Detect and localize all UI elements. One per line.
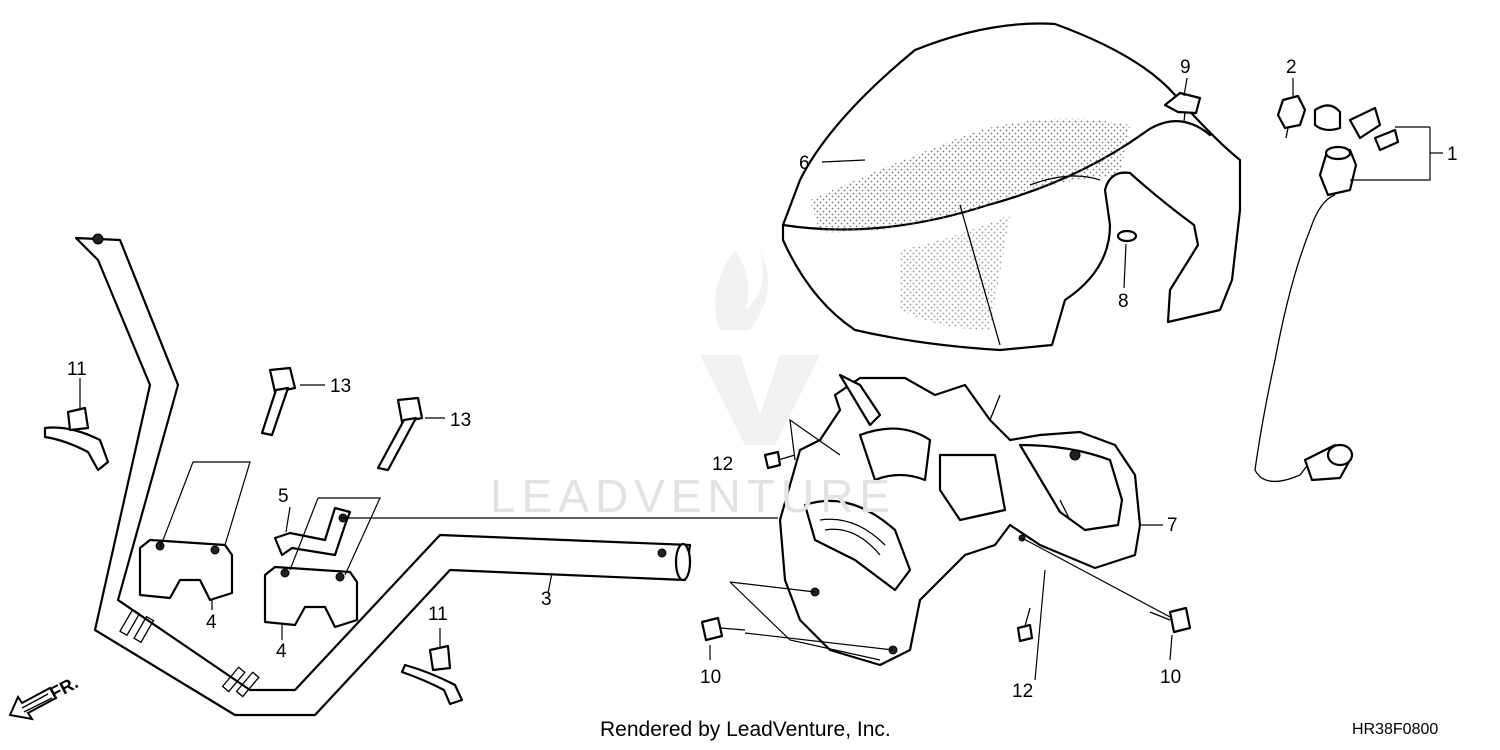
- render-credit: Rendered by LeadVenture, Inc.: [600, 718, 891, 741]
- callout-4a: 4: [206, 612, 217, 633]
- callout-10b: 10: [1160, 667, 1181, 688]
- leader-lines: [79, 77, 1443, 681]
- tapping-screw-2: [1016, 607, 1034, 643]
- handlebar-lower-cover: [778, 373, 1142, 667]
- clip: [1163, 91, 1202, 123]
- callout-6: 6: [799, 153, 810, 174]
- watermark-logo: [700, 250, 820, 445]
- ignition-switch: [1254, 104, 1400, 482]
- key-cap: [1276, 94, 1307, 139]
- cable-band-2: [400, 644, 464, 706]
- callout-2: 2: [1286, 57, 1297, 78]
- callout-1: 1: [1447, 144, 1458, 165]
- callout-13a: 13: [330, 376, 351, 397]
- flange-bolt-10b: [1149, 606, 1192, 634]
- callout-11b: 11: [428, 604, 448, 625]
- handlebar-holder-1: [138, 538, 234, 602]
- handlebar-upper-cover: [781, 22, 1242, 352]
- handlebar: [74, 233, 692, 717]
- tapping-screw-1: [763, 450, 796, 470]
- callout-labels: 1 2 3 4 4 5 6 7 8 9 10 10 11 11 12 12 13…: [67, 57, 1458, 702]
- callout-11a: 11: [67, 359, 87, 380]
- callout-13b: 13: [450, 410, 471, 431]
- grommet: [1116, 229, 1138, 243]
- callout-5: 5: [278, 486, 289, 507]
- callout-7: 7: [1167, 515, 1178, 536]
- callout-3: 3: [541, 589, 552, 610]
- callout-4b: 4: [276, 641, 287, 662]
- front-direction-arrow: FR.: [8, 672, 81, 721]
- callout-12a: 12: [712, 454, 733, 475]
- watermark-text: LEADVENTURE: [490, 470, 896, 522]
- flange-bolt-2: [376, 396, 424, 472]
- drawing-code: HR38F0800: [1352, 721, 1439, 738]
- flange-bolt-1: [260, 366, 297, 437]
- flange-bolt-10a: [700, 616, 746, 642]
- handlebar-holder-2: [263, 565, 359, 629]
- cable-band-1: [43, 406, 110, 472]
- callout-12b: 12: [1012, 681, 1033, 702]
- callout-9: 9: [1180, 57, 1191, 78]
- callout-10a: 10: [700, 667, 721, 688]
- callout-8: 8: [1118, 291, 1129, 312]
